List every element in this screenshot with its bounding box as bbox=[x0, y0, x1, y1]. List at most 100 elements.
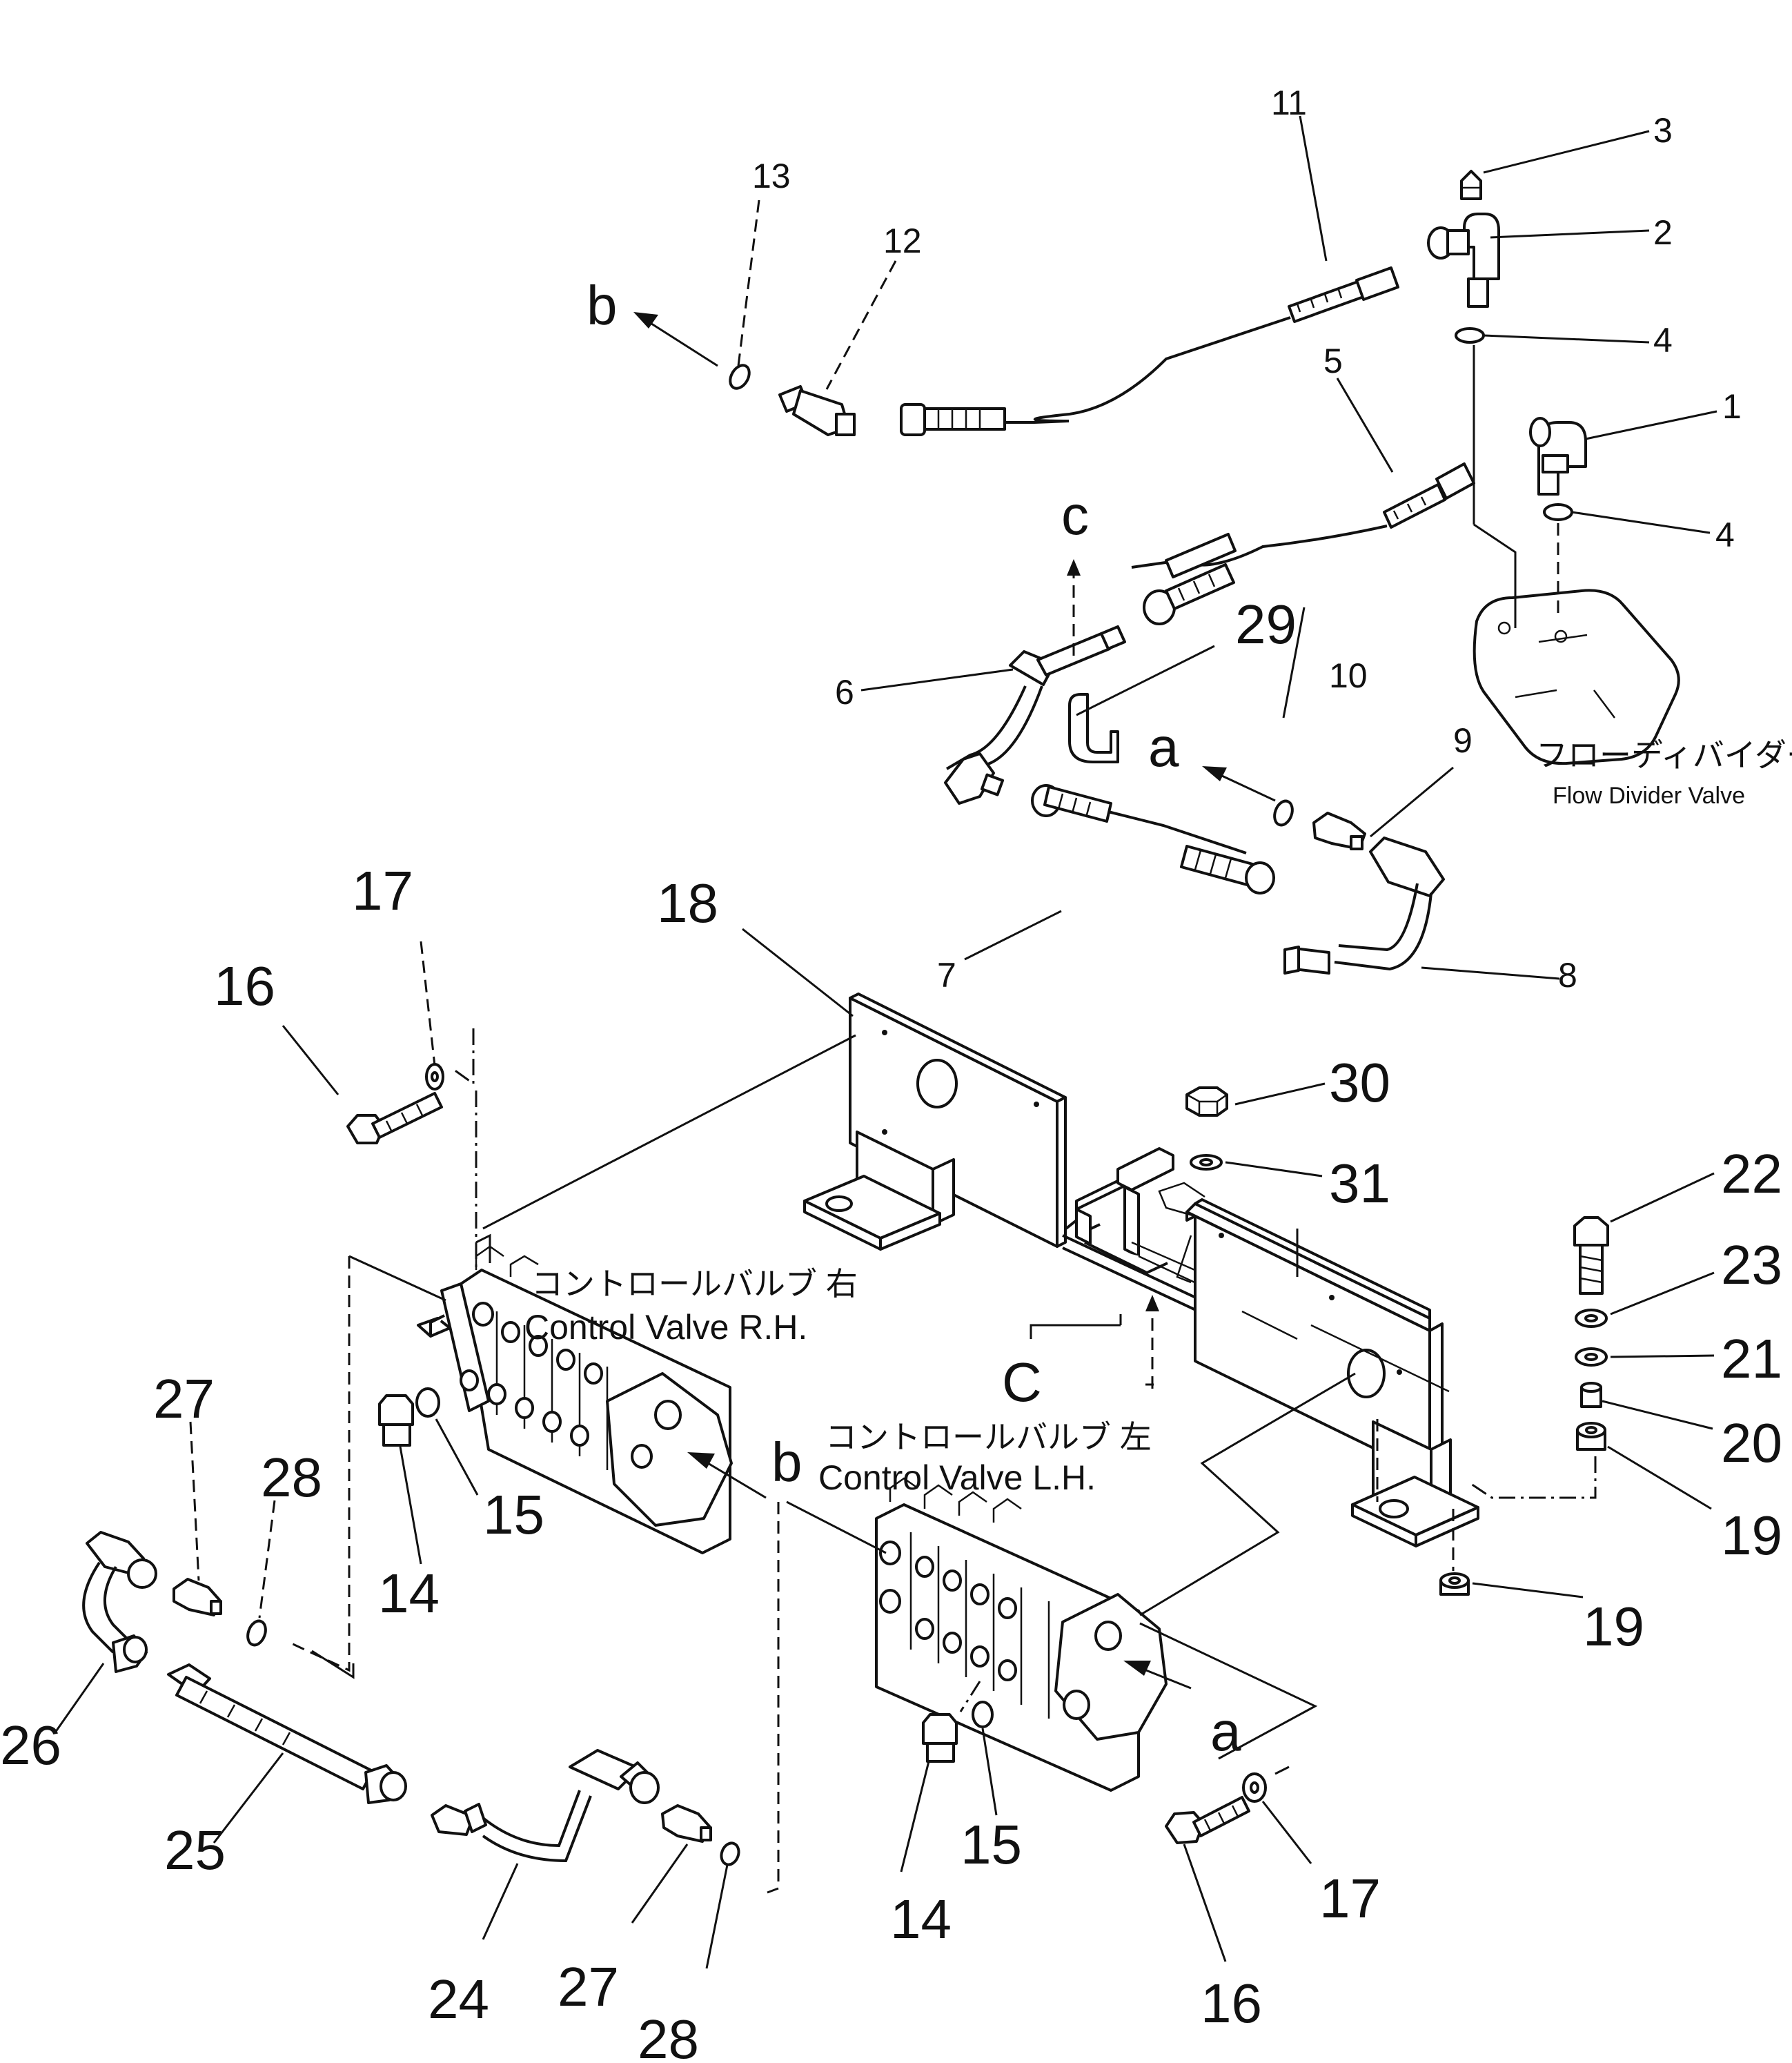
part-26-pipe bbox=[82, 1531, 157, 1673]
control-valve-rh-caption-en: Control Valve R.H. bbox=[524, 1308, 807, 1347]
control-valve-rh bbox=[417, 1245, 733, 1554]
callout-2: 2 bbox=[1653, 213, 1673, 252]
callout-30: 30 bbox=[1329, 1052, 1390, 1113]
callout-16-upper: 16 bbox=[214, 955, 275, 1017]
part-2-elbow bbox=[1427, 213, 1500, 308]
callout-10: 10 bbox=[1329, 656, 1368, 695]
callout-14-upper: 14 bbox=[378, 1563, 440, 1624]
arrow-a-upper bbox=[1202, 766, 1276, 802]
part-27-adapter-left bbox=[173, 1578, 222, 1616]
callout-23: 23 bbox=[1721, 1234, 1782, 1296]
reference-letters: b c a b C a bbox=[587, 275, 1241, 1762]
part-29-clip bbox=[1068, 693, 1119, 763]
part-28-oring-right bbox=[720, 1841, 740, 1866]
part-3-nipple bbox=[1460, 170, 1482, 200]
callout-19-upper: 19 bbox=[1721, 1505, 1782, 1566]
callout-26: 26 bbox=[0, 1714, 61, 1776]
callout-12: 12 bbox=[883, 222, 922, 260]
callout-31: 31 bbox=[1329, 1153, 1390, 1214]
callout-28-upper: 28 bbox=[261, 1447, 322, 1508]
part-14-plug-lower bbox=[922, 1713, 958, 1763]
component-captions: フローディバイダー Flow Divider Valve コントロールバルブ 右… bbox=[524, 737, 1792, 1497]
part-19-cushion-lower bbox=[1439, 1572, 1470, 1596]
callout-29: 29 bbox=[1235, 594, 1297, 655]
part-6-pipe bbox=[944, 625, 1126, 805]
callout-8: 8 bbox=[1558, 956, 1577, 995]
callout-3: 3 bbox=[1653, 111, 1673, 150]
callout-6: 6 bbox=[835, 673, 854, 712]
part-9-adapter bbox=[1312, 812, 1366, 850]
leader-lines bbox=[54, 115, 1717, 1969]
ref-a-lower: a bbox=[1210, 1701, 1241, 1762]
flow-divider-caption-jp: フローディバイダー bbox=[1536, 737, 1792, 773]
part-27-adapter-right bbox=[661, 1804, 712, 1843]
part-12-elbow bbox=[778, 385, 856, 436]
callout-19-lower: 19 bbox=[1583, 1596, 1644, 1657]
callout-22: 22 bbox=[1721, 1143, 1782, 1204]
part-7-hose bbox=[1031, 784, 1275, 894]
part-22-bolt bbox=[1573, 1216, 1609, 1295]
callout-7: 7 bbox=[937, 956, 956, 995]
part-8-pipe bbox=[1283, 837, 1445, 975]
part-21-washer bbox=[1575, 1347, 1608, 1367]
part-10-oring bbox=[1273, 799, 1294, 827]
part-20-collar bbox=[1580, 1382, 1602, 1408]
part-30-nut bbox=[1185, 1086, 1228, 1117]
control-valve-lh-caption-jp: コントロールバルブ 左 bbox=[825, 1419, 1152, 1455]
arrow-c-upper bbox=[1067, 559, 1081, 656]
callout-27-lower: 27 bbox=[558, 1956, 619, 2017]
part-28-oring-left bbox=[246, 1619, 267, 1647]
flow-divider-caption-en: Flow Divider Valve bbox=[1553, 783, 1745, 809]
part-16-bolt-lower bbox=[1165, 1796, 1250, 1844]
callout-4-lower: 4 bbox=[1715, 516, 1735, 554]
part-5-hose bbox=[1131, 462, 1475, 625]
callout-5: 5 bbox=[1323, 342, 1343, 380]
ref-c-lower: C bbox=[1002, 1351, 1042, 1413]
callout-4-upper: 4 bbox=[1653, 321, 1673, 360]
callout-20: 20 bbox=[1721, 1412, 1782, 1474]
control-valve-lh bbox=[875, 1477, 1168, 1792]
control-valve-lh-caption-en: Control Valve L.H. bbox=[818, 1458, 1096, 1497]
callout-28-lower: 28 bbox=[638, 2008, 699, 2060]
arrow-a-lower bbox=[1123, 1661, 1192, 1690]
control-valve-rh-caption-jp: コントロールバルブ 右 bbox=[531, 1266, 858, 1302]
callout-14-lower: 14 bbox=[890, 1888, 952, 1950]
part-19-cushion-upper bbox=[1576, 1422, 1606, 1451]
callout-27-upper: 27 bbox=[153, 1368, 215, 1429]
arrow-b-upper bbox=[633, 312, 718, 367]
part-15-oring-upper bbox=[415, 1387, 440, 1418]
flow-divider-valve bbox=[1473, 589, 1680, 765]
part-14-plug-upper bbox=[378, 1394, 414, 1447]
part-15-oring-lower bbox=[972, 1701, 994, 1728]
part-18-bracket-rh bbox=[803, 993, 1067, 1251]
part-31-washer bbox=[1190, 1154, 1223, 1171]
callout-16-lower: 16 bbox=[1201, 1973, 1262, 2034]
callout-1: 1 bbox=[1722, 387, 1742, 426]
ref-b-lower: b bbox=[771, 1431, 803, 1493]
part-11-hose bbox=[900, 266, 1399, 436]
part-1-elbow bbox=[1529, 417, 1587, 496]
part-23-washer bbox=[1575, 1309, 1608, 1328]
part-17-washer-lower bbox=[1242, 1772, 1267, 1803]
part-4-oring-lower bbox=[1543, 503, 1573, 521]
arrow-c-lower bbox=[1030, 1295, 1159, 1389]
callouts: 3 2 4 1 4 5 11 13 12 6 29 10 9 7 8 18 17… bbox=[0, 84, 1782, 2063]
callout-17-lower: 17 bbox=[1319, 1868, 1381, 1929]
part-18-bracket-lh bbox=[1158, 1182, 1479, 1547]
part-13-oring bbox=[729, 364, 751, 390]
part-16-bolt-upper bbox=[346, 1092, 443, 1144]
part-17-washer-upper bbox=[425, 1063, 444, 1091]
callout-13: 13 bbox=[752, 157, 791, 195]
ref-b-upper: b bbox=[587, 275, 618, 336]
callout-18: 18 bbox=[657, 872, 718, 934]
callout-24: 24 bbox=[428, 1968, 489, 2030]
callout-11: 11 bbox=[1271, 84, 1307, 122]
part-24-pipe bbox=[431, 1749, 660, 1863]
part-4-oring-upper bbox=[1455, 327, 1485, 344]
callout-15-upper: 15 bbox=[483, 1484, 544, 1545]
callout-17-upper: 17 bbox=[352, 860, 413, 921]
ref-c-upper: c bbox=[1061, 485, 1089, 546]
part-25-hose bbox=[167, 1663, 407, 1804]
